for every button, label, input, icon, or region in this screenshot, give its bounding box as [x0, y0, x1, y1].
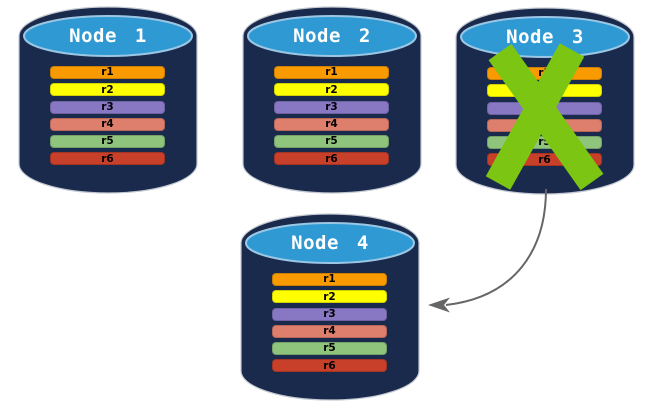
- row-r5: r5: [274, 135, 389, 149]
- row-r4: r4: [274, 117, 389, 131]
- row-label: r3: [101, 100, 114, 113]
- row-r1: r1: [50, 66, 165, 79]
- row-label: r1: [101, 66, 114, 79]
- node-title: Node 1: [69, 25, 147, 47]
- failure-x-icon: [485, 43, 604, 191]
- row-label: r1: [323, 273, 336, 286]
- row-r5: r5: [50, 135, 165, 149]
- row-r6: r6: [272, 359, 387, 373]
- node-1: Node 1 r1 r2 r3 r4 r5 r6: [18, 6, 198, 196]
- row-label: r5: [323, 342, 336, 355]
- node-title: Node 4: [291, 232, 369, 254]
- row-r3: r3: [50, 100, 165, 114]
- row-r3: r3: [274, 100, 389, 114]
- row-label: r4: [325, 118, 338, 131]
- node-rows: r1 r2 r3 r4 r5 r6: [274, 66, 389, 166]
- row-label: r5: [101, 135, 114, 148]
- node-4: Node 4 r1 r2 r3 r4 r5 r6: [240, 213, 420, 402]
- row-r1: r1: [272, 273, 387, 286]
- row-r4: r4: [272, 324, 387, 338]
- row-label: r3: [323, 307, 336, 320]
- row-r2: r2: [272, 290, 387, 304]
- row-r6: r6: [274, 152, 389, 166]
- row-label: r6: [538, 153, 551, 166]
- row-label: r3: [325, 100, 338, 113]
- row-r5: r5: [272, 342, 387, 356]
- row-r4: r4: [50, 117, 165, 131]
- node-2: Node 2 r1 r2 r3 r4 r5 r6: [242, 6, 422, 196]
- row-label: r1: [325, 66, 338, 79]
- row-r2: r2: [50, 83, 165, 97]
- node-rows: r1 r2 r3 r4 r5 r6: [272, 273, 387, 373]
- row-label: r6: [325, 152, 338, 165]
- row-label: r6: [323, 359, 336, 372]
- row-label: r4: [101, 118, 114, 131]
- row-label: r6: [101, 152, 114, 165]
- row-label: r4: [323, 325, 336, 338]
- row-r2: r2: [274, 83, 389, 97]
- row-label: r5: [538, 136, 551, 149]
- row-label: r2: [323, 290, 336, 303]
- node-title: Node 2: [293, 25, 371, 47]
- row-label: r5: [325, 135, 338, 148]
- node-title: Node 3: [506, 26, 584, 48]
- row-label: r2: [325, 83, 338, 96]
- node-rows: r1 r2 r3 r4 r5 r6: [50, 66, 165, 166]
- row-label: r2: [101, 83, 114, 96]
- row-r6: r6: [50, 152, 165, 166]
- row-r3: r3: [272, 307, 387, 321]
- row-r1: r1: [274, 66, 389, 79]
